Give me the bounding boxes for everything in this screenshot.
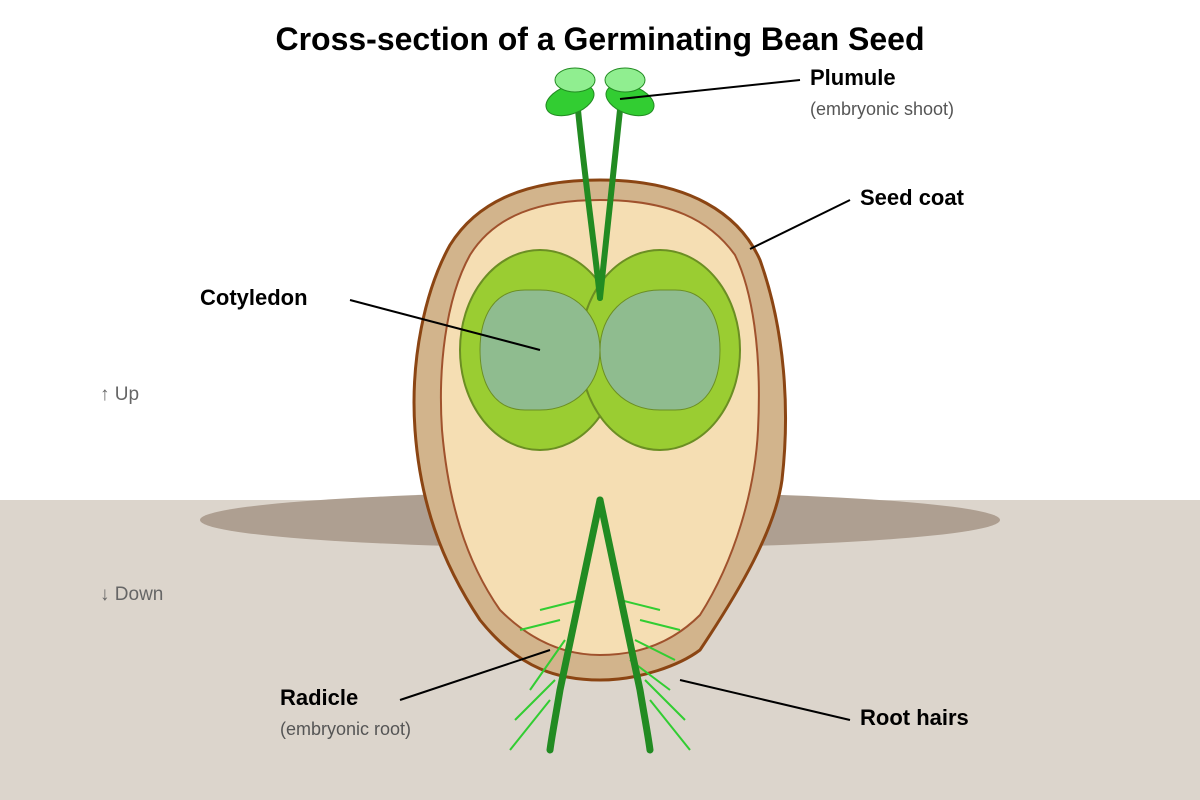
radicle-right (596, 496, 654, 754)
plumule-stem-left (575, 107, 603, 301)
cotyledon-leader-line (349, 299, 541, 351)
plumule-label: Plumule (810, 65, 896, 90)
cotyledon-right-inner (599, 289, 721, 411)
plumule-leaf-right-top (604, 67, 646, 93)
plumule-leader-line (619, 79, 801, 100)
radicle-leader-line (399, 649, 551, 701)
cotyledon-label: Cotyledon (200, 285, 308, 310)
plumule-leaf-left-top (554, 67, 596, 93)
direction-up-label: ↑ Up (100, 384, 139, 405)
root-hairs-leader-line (679, 679, 851, 721)
root-hairs-label: Root hairs (860, 705, 969, 730)
radicle-label: Radicle (280, 685, 358, 710)
radicle-note: (embryonic root) (280, 719, 411, 739)
seed-coat-label: Seed coat (860, 185, 965, 210)
diagram-title: Cross-section of a Germinating Bean Seed (275, 21, 924, 57)
radicle-left (546, 496, 604, 754)
plumule-note: (embryonic shoot) (810, 99, 954, 119)
plumule-stem-right (597, 107, 623, 301)
direction-down-label: ↓ Down (100, 584, 163, 605)
seed-coat-leader-line (749, 199, 851, 250)
